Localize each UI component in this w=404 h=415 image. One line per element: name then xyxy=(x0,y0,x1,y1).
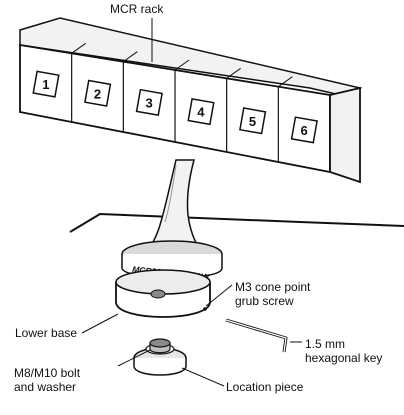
leader-bolt xyxy=(117,349,151,367)
label-hex-key-line1: 1.5 mm xyxy=(305,337,346,351)
stem-shading xyxy=(164,164,177,223)
rack-top-divider xyxy=(123,51,138,63)
rack-slot-number: 3 xyxy=(146,95,153,110)
rack-slot-box xyxy=(239,107,267,135)
lower-base-center-hole xyxy=(150,289,166,299)
label-hex-key-line2: hexagonal key xyxy=(305,351,383,365)
label-bolt-line1: M8/M10 bolt xyxy=(14,366,81,380)
label-grub-screw-line1: M3 cone point xyxy=(235,280,311,294)
surface-edge-line-right xyxy=(299,221,404,227)
label-location-piece: Location piece xyxy=(226,380,304,394)
label-mcr-rack: MCR rack xyxy=(110,2,164,16)
leader-grub-screw xyxy=(205,284,233,307)
rack-slots: 1 2 3 4 5 6 xyxy=(32,70,318,144)
rack-slot-number: 4 xyxy=(197,105,205,120)
rack-top-divider xyxy=(174,59,190,71)
surface-edge-line xyxy=(69,212,301,233)
rack-slot-box xyxy=(187,97,215,126)
rack-slot-box xyxy=(84,79,112,107)
rack-end-face xyxy=(329,86,361,184)
rack-slot-6: 6 xyxy=(290,116,318,144)
stem xyxy=(146,159,202,251)
rack-slot-1: 1 xyxy=(32,70,60,98)
rack-slot-3: 3 xyxy=(135,88,163,117)
hex-key-inner xyxy=(225,319,287,353)
rack-segment-dividers xyxy=(71,42,293,162)
rack-slot-5: 5 xyxy=(239,107,267,135)
grub-screw-hole xyxy=(203,307,207,311)
rack-slot-box xyxy=(135,88,163,117)
rack-slot-4: 4 xyxy=(187,97,215,126)
leader-location-piece xyxy=(181,367,225,387)
label-bolt-line2: and washer xyxy=(14,380,77,394)
label-grub-screw-line2: grub screw xyxy=(235,294,294,308)
location-piece-side xyxy=(133,358,187,376)
rack-top-divider xyxy=(226,67,241,79)
rack-slot-box xyxy=(32,70,60,98)
rack-top-divider xyxy=(278,76,293,88)
rack-slot-number: 1 xyxy=(42,77,49,92)
rack-top-divider xyxy=(71,42,86,54)
rack-slot-number: 6 xyxy=(301,123,308,138)
label-lower-base: Lower base xyxy=(15,326,78,340)
hex-key xyxy=(225,318,288,353)
rack-slot-box xyxy=(290,116,318,144)
rack-slot-2: 2 xyxy=(84,79,112,107)
leader-lower-base xyxy=(81,313,119,334)
rack-slot-number: 5 xyxy=(249,114,256,129)
bolt-head-top xyxy=(149,338,171,348)
rack-slot-number: 2 xyxy=(94,86,101,101)
lower-base-top xyxy=(115,269,211,295)
